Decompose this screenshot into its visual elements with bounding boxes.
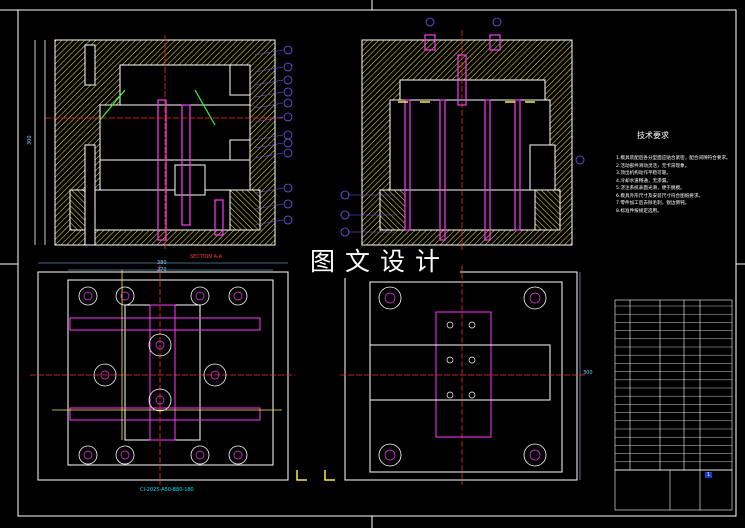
callout-bubble — [283, 130, 293, 140]
guide-pin-hole — [378, 443, 402, 467]
mold-hole — [78, 286, 98, 306]
plan-view-holes-left — [78, 286, 248, 465]
callout-bubble — [283, 199, 293, 209]
mold-hole-inner — [100, 370, 110, 380]
left-height-dim: 300 — [27, 135, 33, 145]
watermark-banner: 图文设计 — [300, 246, 460, 278]
view-marks — [296, 470, 335, 481]
section-label: SECTION A-A — [190, 254, 223, 260]
ejector-hole — [446, 356, 454, 364]
requirement-line: 1.模具装配后各分型面应贴合紧密，配合间隙符合要求。 — [616, 156, 731, 161]
plan-view-fixed-half — [30, 262, 295, 485]
ejector-hole — [468, 321, 476, 329]
plan-view-holes-right — [378, 286, 547, 467]
callout-bubble — [283, 75, 293, 85]
technical-requirements-title: 技术要求 — [637, 131, 669, 140]
callout-leader — [254, 203, 284, 210]
callout-leader — [254, 116, 284, 123]
requirement-line: 5.浇注系统表面光滑，便于脱模。 — [616, 186, 685, 191]
mold-hole — [228, 286, 248, 306]
mold-hole — [228, 445, 248, 465]
mold-hole — [115, 286, 135, 306]
mold-hole-inner — [195, 291, 205, 301]
requirement-line: 2.活动部件滑动灵活，无卡滞现象。 — [616, 163, 690, 169]
requirement-line: 7.零件加工后去除毛刺，锐边倒钝。 — [616, 201, 690, 206]
mold-hole — [78, 445, 98, 465]
mold-hole-inner — [155, 395, 165, 405]
callout-bubble — [283, 148, 293, 158]
callout-bubble — [283, 62, 293, 72]
technical-requirements-list: 1.模具装配后各分型面应贴合紧密，配合间隙符合要求。 2.活动部件滑动灵活，无卡… — [616, 155, 734, 215]
callout-leader — [254, 49, 284, 56]
callout-bubble — [283, 138, 293, 148]
guide-pin-hole — [523, 286, 547, 310]
callout-bubble — [340, 190, 350, 200]
callout-leader — [254, 187, 284, 194]
callout-bubble — [575, 155, 585, 165]
guide-pin-inner — [384, 449, 396, 461]
mold-hole-inner — [120, 291, 130, 301]
mold-hole-inner — [233, 291, 243, 301]
callout-leader — [254, 142, 284, 149]
callout-bubble — [283, 98, 293, 108]
mold-hole — [148, 388, 172, 412]
callout-bubble — [492, 17, 502, 27]
callout-bubble — [425, 17, 435, 27]
callout-bubble — [283, 112, 293, 122]
plan-view-moving-half — [340, 265, 585, 485]
mold-hole — [115, 445, 135, 465]
guide-pin-hole — [378, 286, 402, 310]
mold-hole — [93, 363, 117, 387]
mold-hole — [203, 363, 227, 387]
side-section-view — [361, 30, 573, 250]
callout-bubble — [283, 45, 293, 55]
mold-hole-inner — [83, 450, 93, 460]
guide-pin-inner — [384, 292, 396, 304]
top-width-dim: 380 — [157, 260, 167, 266]
mold-hole-inner — [83, 291, 93, 301]
mold-base-label: CI-2025-A50-B80-180 — [140, 487, 194, 493]
requirement-line: 6.模具外形尺寸及安装尺寸符合图纸要求。 — [616, 193, 704, 199]
ejector-hole — [468, 356, 476, 364]
requirement-line: 8.标准件按规定选用。 — [616, 208, 662, 214]
parts-list-rows — [615, 305, 732, 471]
callout-bubble — [340, 210, 350, 220]
guide-pin-inner — [529, 292, 541, 304]
callout-leader — [254, 102, 284, 109]
mold-hole-inner — [233, 450, 243, 460]
mold-hole-inner — [195, 450, 205, 460]
ejector-hole — [468, 391, 476, 399]
guide-pin-inner — [529, 449, 541, 461]
guide-pin-hole — [523, 443, 547, 467]
callout-leader — [254, 79, 284, 86]
front-section-view: 300 — [27, 35, 285, 250]
callout-bubble — [283, 183, 293, 193]
top-inner-dim: 270 — [157, 267, 167, 273]
title-block-sheet: 1 — [705, 472, 713, 478]
callout-leader — [254, 152, 284, 159]
callout-bubble — [340, 227, 350, 237]
right-height-dim: 300 — [583, 370, 593, 376]
callout-leader — [254, 219, 284, 226]
callout-leader — [254, 66, 284, 73]
ejector-hole — [446, 391, 454, 399]
mold-hole-inner — [120, 450, 130, 460]
mold-hole — [190, 286, 210, 306]
callout-leader — [254, 134, 284, 141]
ejector-hole — [446, 321, 454, 329]
requirement-line: 3.顶出机构动作平稳可靠。 — [616, 171, 671, 176]
callout-bubble — [283, 215, 293, 225]
requirement-line: 4.冷却水道畅通，无渗漏。 — [616, 178, 671, 184]
callout-group-left-view — [254, 45, 293, 226]
callout-leader — [254, 91, 284, 98]
mold-hole-inner — [155, 340, 165, 350]
callout-bubble — [283, 87, 293, 97]
mold-hole-inner — [210, 370, 220, 380]
parts-list-table — [614, 299, 733, 511]
callout-group-right-view — [340, 17, 585, 237]
mold-hole — [190, 445, 210, 465]
mold-hole — [148, 333, 172, 357]
